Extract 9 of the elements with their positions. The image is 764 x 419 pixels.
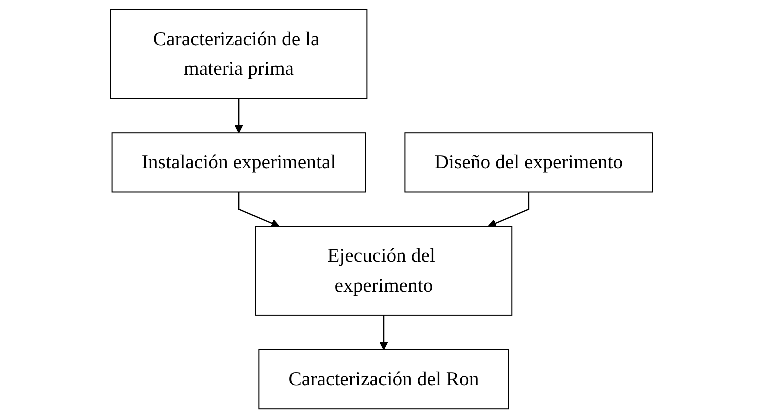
node-box: Instalación experimental bbox=[112, 132, 366, 193]
arrow bbox=[488, 192, 530, 228]
node-box: Diseño del experimento bbox=[404, 132, 654, 193]
arrow bbox=[238, 192, 280, 228]
node-box: Ejecución del experimento bbox=[256, 226, 513, 316]
arrow bbox=[380, 315, 389, 350]
arrow bbox=[234, 98, 244, 134]
node-box: Caracterización de la materia prima bbox=[110, 9, 368, 100]
node-box: Caracterización del Ron bbox=[258, 349, 510, 410]
